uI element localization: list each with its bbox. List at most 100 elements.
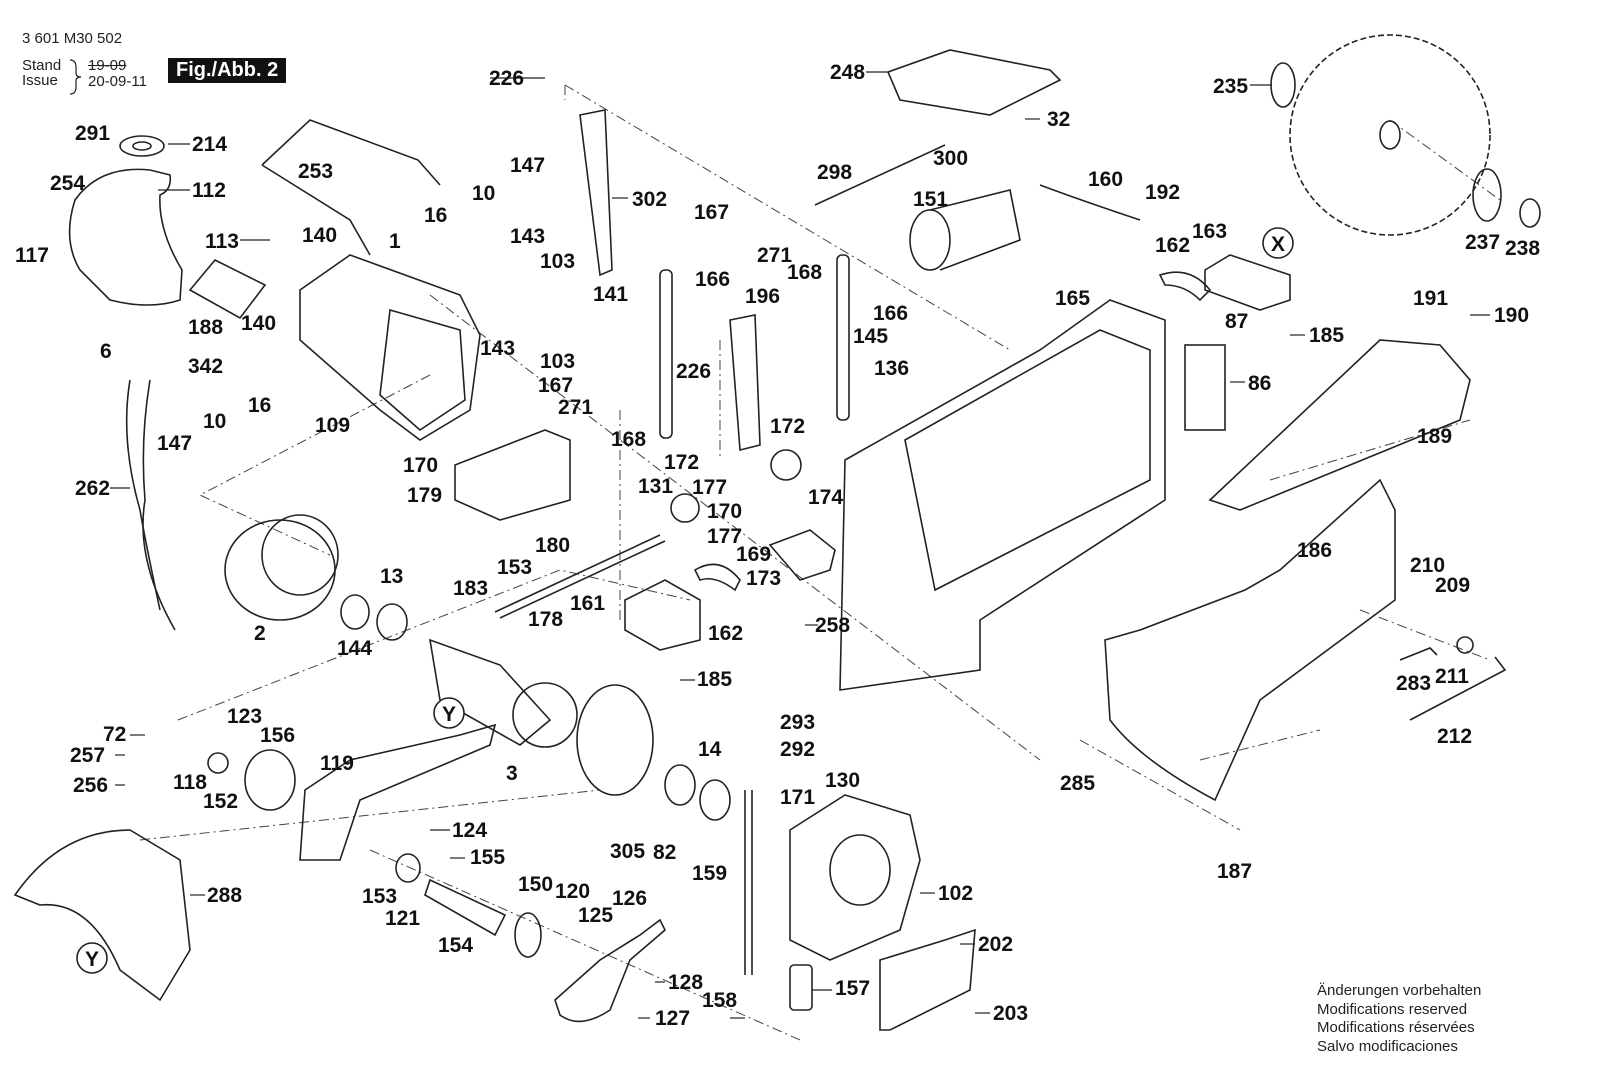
part-label: 190 [1494,304,1529,327]
part-label: 3 [506,762,518,785]
issue-date: 20-09-11 [88,73,147,90]
part-label: 124 [452,819,487,842]
part-label: 87 [1225,310,1248,333]
block-161-shape [624,579,701,651]
part-label: 185 [697,668,732,691]
document-number: 3 601 M30 502 [22,30,123,47]
part-label: 211 [1435,665,1469,688]
motor-cover-112-shape [68,168,183,306]
part-label: 238 [1505,237,1540,260]
part-label: 126 [612,887,647,910]
part-label: 167 [694,201,729,224]
part-label: 157 [835,977,870,1000]
part-label: 150 [518,873,553,896]
guard-186-shape [1104,478,1396,802]
part-label: 166 [695,268,730,291]
part-label: 2 [254,622,266,645]
part-label: 159 [692,862,727,885]
part-label: 152 [203,790,238,813]
gear-housing-130-shape [789,794,921,961]
wire-253-shape [261,119,441,186]
part-label: 302 [632,188,667,211]
part-label: 262 [75,477,110,500]
part-label: 210 [1410,554,1445,577]
part-label: 192 [1145,181,1180,204]
part-label: 153 [497,556,532,579]
pad-162a-shape [693,563,741,592]
part-label: 103 [540,350,575,373]
chute-189-shape [1208,339,1471,511]
part-label: 288 [207,884,242,907]
part-label: 305 [610,840,645,863]
part-label: 82 [653,841,676,864]
part-label: 248 [830,61,865,84]
part-label: 170 [707,500,742,523]
plate-288-shape [13,829,191,1002]
note-es: Salvo modificaciones [1317,1037,1458,1055]
part-label: 226 [676,360,711,383]
part-label: 185 [1309,324,1344,347]
part-label: 147 [510,154,545,177]
part-label: 254 [50,172,85,195]
washer-214-shape [119,135,165,157]
part-label: 203 [993,1002,1028,1025]
part-label: 113 [205,230,239,253]
part-label: 271 [558,396,593,419]
part-label: 293 [780,711,815,734]
part-label: 180 [535,534,570,557]
part-label: 298 [817,161,852,184]
part-label: 162 [708,622,743,645]
part-label: 117 [15,244,49,267]
part-label: 6 [100,340,112,363]
part-label: 119 [320,752,354,775]
part-label: 140 [302,224,337,247]
part-label: 128 [668,971,703,994]
figure-label: Fig./Abb. 2 [168,58,287,83]
part-label: 131 [638,475,673,498]
part-label: 191 [1413,287,1448,310]
part-label: 161 [570,592,605,615]
part-label: 151 [913,188,948,211]
part-label: 165 [1055,287,1090,310]
gear-156-shape [244,749,296,811]
note-de: Änderungen vorbehalten [1317,982,1482,999]
part-label: 144 [337,637,372,660]
hex-key-283-shape [1399,647,1438,661]
part-label: 125 [578,904,613,927]
part-label: 136 [874,357,909,380]
callouts: X Y Y [76,227,1294,974]
stand-label: Stand [22,57,62,74]
part-label: 186 [1297,539,1332,562]
callout-y-top: Y [442,703,456,726]
part-label: 10 [203,410,226,433]
part-label: 177 [692,476,727,499]
part-label: 167 [538,374,573,397]
part-label: 16 [248,394,271,417]
callout-y-circle-bottom [76,942,108,974]
part-label: 256 [73,774,108,797]
housing-165-shape [839,299,1166,691]
part-label: 166 [873,302,908,325]
part-label: 1 [389,230,401,253]
part-label: 168 [611,428,646,451]
part-label: 169 [736,543,771,566]
part-label: 168 [787,261,822,284]
part-label: 253 [298,160,333,183]
part-label: 103 [540,250,575,273]
baffle-305-shape [576,684,654,796]
part-label: 300 [933,147,968,170]
part-drawings [13,34,1541,1031]
part-label: 153 [362,885,397,908]
arm-119-shape [299,723,497,861]
stand-issue-labels: Stand Issue [22,58,61,88]
hex-key-212-shape [1409,656,1507,721]
part-label: 189 [1417,425,1452,448]
part-number-labels: 291 214 254 112 117 253 113 188 140 140 … [15,61,1540,1030]
bar-166b-shape [836,254,850,421]
part-label: 342 [188,355,223,378]
bracket-86-shape [1184,344,1226,431]
modifications-notice: Änderungen vorbehalten Modifications res… [1317,982,1481,1056]
part-label: 174 [808,486,843,509]
part-label: 209 [1435,574,1470,597]
